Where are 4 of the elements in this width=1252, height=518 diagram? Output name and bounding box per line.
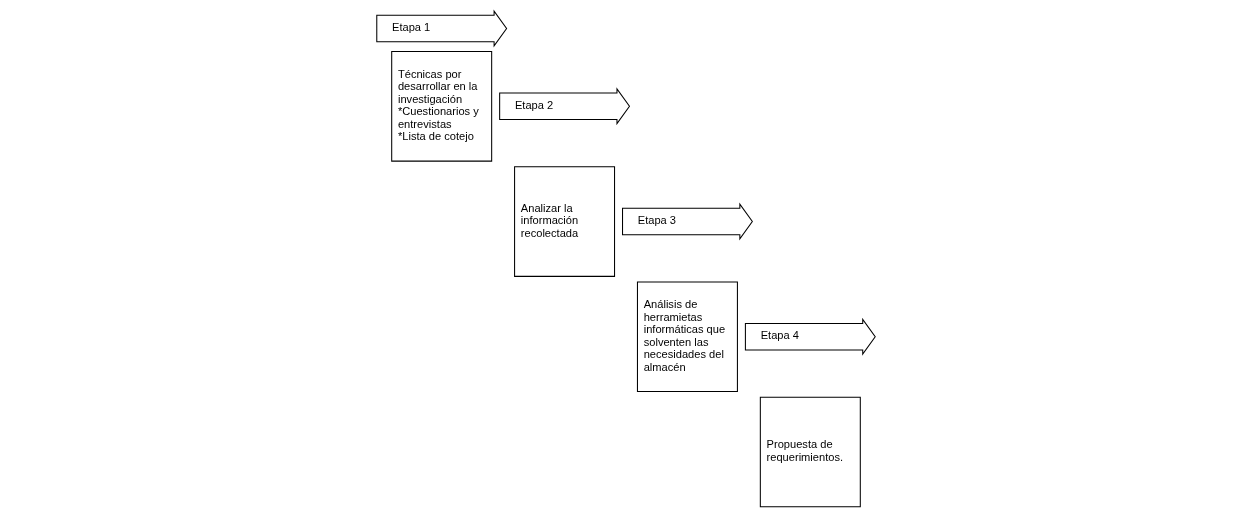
node-box: Técnicas por desarrollar en la investigación *Cuestionarios y entrevistas *Lista de cotejo [391,50,493,162]
node-box: Propuesta de requerimientos. [759,396,861,508]
node-box: Análisis de herramietas informáticas que solventen las necesidades del almacén [636,281,738,393]
node-box: Analizar la información recolectada [514,166,616,277]
